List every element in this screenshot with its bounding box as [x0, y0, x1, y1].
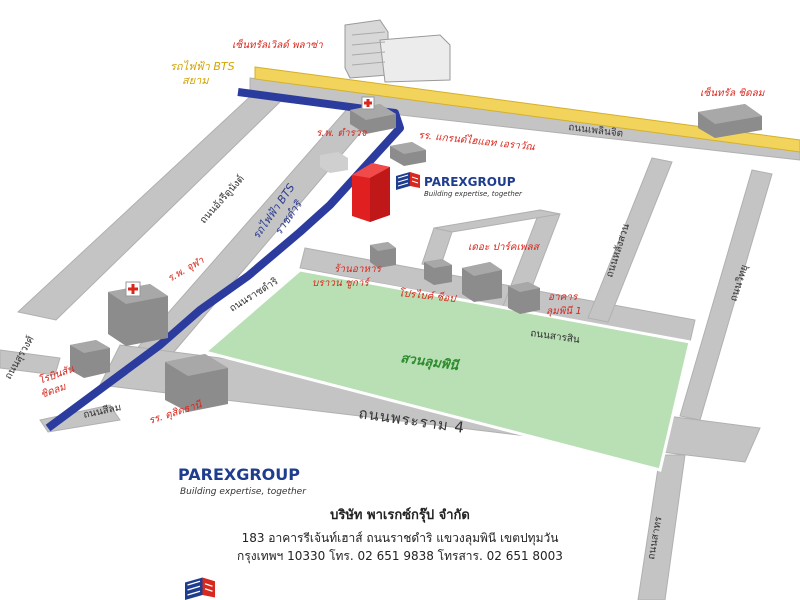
footer-logo-tagline: Building expertise, together [180, 487, 307, 497]
the-palm-place-building [462, 262, 502, 302]
label-bts-siam-2: สยาม [182, 74, 209, 87]
label-police-hospital: ร.พ. ตำรวจ [316, 127, 368, 139]
lang-suan-road [587, 157, 673, 323]
lumpini-building-1 [508, 282, 540, 314]
bts-silom-line [45, 88, 404, 432]
company-address-line1: 183 อาคารรีเจ้นท์เฮาส์ ถนนราชดำริ แขวงลุ… [241, 531, 559, 545]
map-logo: PAREXGROUP Building expertise, together [395, 171, 523, 198]
bts-siam-line [254, 66, 800, 153]
parex-logo-icon [184, 576, 216, 600]
label-henri-dunant-road: ถนนอังรีดูนังต์ [197, 173, 247, 226]
central-world-building [344, 19, 451, 83]
sathorn-road [637, 454, 686, 600]
robinson-building [70, 340, 110, 378]
label-restaurant-1: ร้านอาหาร [334, 263, 383, 275]
company-info: บริษัท พาเรกซ์กรุ๊ป จำกัด 183 อาคารรีเจ้… [0, 504, 800, 565]
footer-logo-name: PAREXGROUP [178, 465, 300, 484]
chula-hospital-building [108, 281, 168, 346]
parex-logo-icon [395, 171, 421, 191]
footer-logo: PAREXGROUP Building expertise, together [178, 465, 307, 600]
dusit-thani-building [165, 354, 228, 412]
police-hospital-building [350, 96, 396, 134]
label-lumpini-building-1: อาคาร [548, 292, 579, 303]
parex-target-building [352, 163, 390, 222]
label-grand-hyatt: รร. แกรนด์ไฮแอท เอราวัณ [418, 129, 536, 153]
lumpini-park-area [201, 268, 692, 472]
silom-road [39, 404, 121, 433]
label-the-palm-place: เดอะ ปาร์คเพลส [468, 241, 541, 253]
surawong-road [0, 349, 61, 376]
central-chidlom-building [698, 104, 762, 138]
pro-bike-building [424, 259, 452, 285]
label-bts-siam-1: รถไฟฟ้า BTS [170, 60, 235, 73]
label-restaurant-2: บราวน ชูการ์ [312, 277, 371, 289]
buildings [70, 19, 762, 412]
wireless-road [679, 169, 773, 421]
company-name: บริษัท พาเรกซ์กรุ๊ป จำกัด [330, 508, 470, 523]
map-logo-name: PAREXGROUP [424, 175, 516, 189]
label-lumpini-building-2: ลุมพินี 1 [546, 305, 582, 317]
map-logo-tagline: Building expertise, together [424, 190, 523, 198]
label-central-world: เซ็นทรัลเวิลด์ พลาซ่า [232, 38, 323, 51]
label-central-chidlom: เซ็นทรัล ชิดลม [700, 86, 766, 99]
brown-sugar-building [370, 242, 396, 268]
company-address-line2: กรุงเทพฯ 10330 โทร. 02 651 9838 โทรสาร. … [237, 549, 563, 563]
grand-hyatt-building [320, 142, 426, 173]
